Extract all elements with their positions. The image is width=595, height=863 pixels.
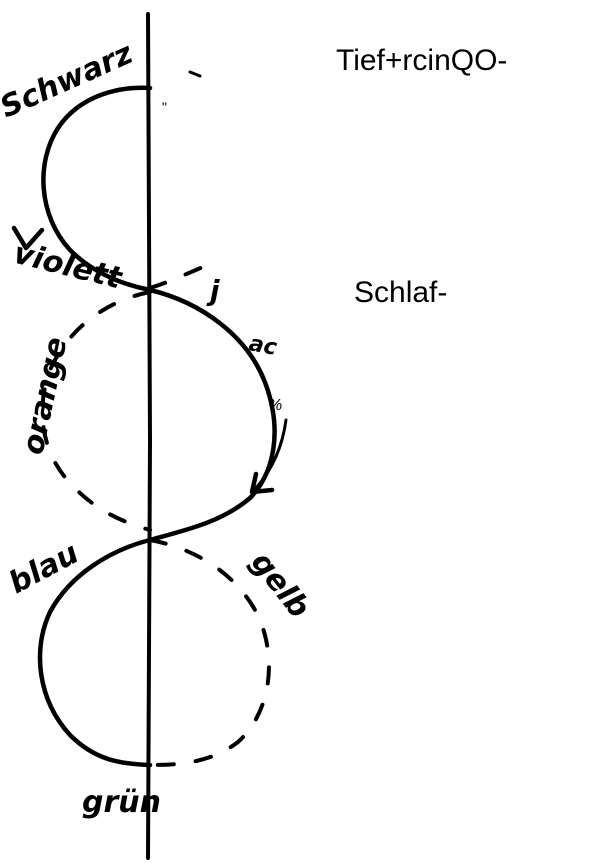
mark-j: j [206, 274, 220, 307]
mark-ac: ac [247, 331, 279, 360]
mark-percent: % [268, 397, 282, 414]
gelb-dashed-path [148, 538, 271, 767]
top-small-quote-mark: " [162, 99, 167, 115]
side-text-middle: Schlaf- [354, 276, 447, 309]
vertical-axis-line [146, 12, 152, 860]
label-blau: blau [3, 536, 84, 601]
right-arrow-feather-line [254, 418, 288, 490]
label-gruen: grün [82, 785, 161, 820]
upper-left-solid-loop [41, 85, 153, 293]
label-gelb: gelb [244, 545, 317, 625]
middle-right-solid-loop [147, 287, 277, 543]
upper-right-dashed-stub [148, 263, 210, 290]
label-orange: orange [16, 334, 75, 458]
top-tick-mark [188, 70, 202, 78]
right-arrow-icon [249, 471, 275, 495]
left-arrow-icon [11, 225, 45, 251]
side-text-top: Tief+rcinQO- [336, 44, 507, 77]
lower-left-solid-loop [37, 537, 153, 768]
